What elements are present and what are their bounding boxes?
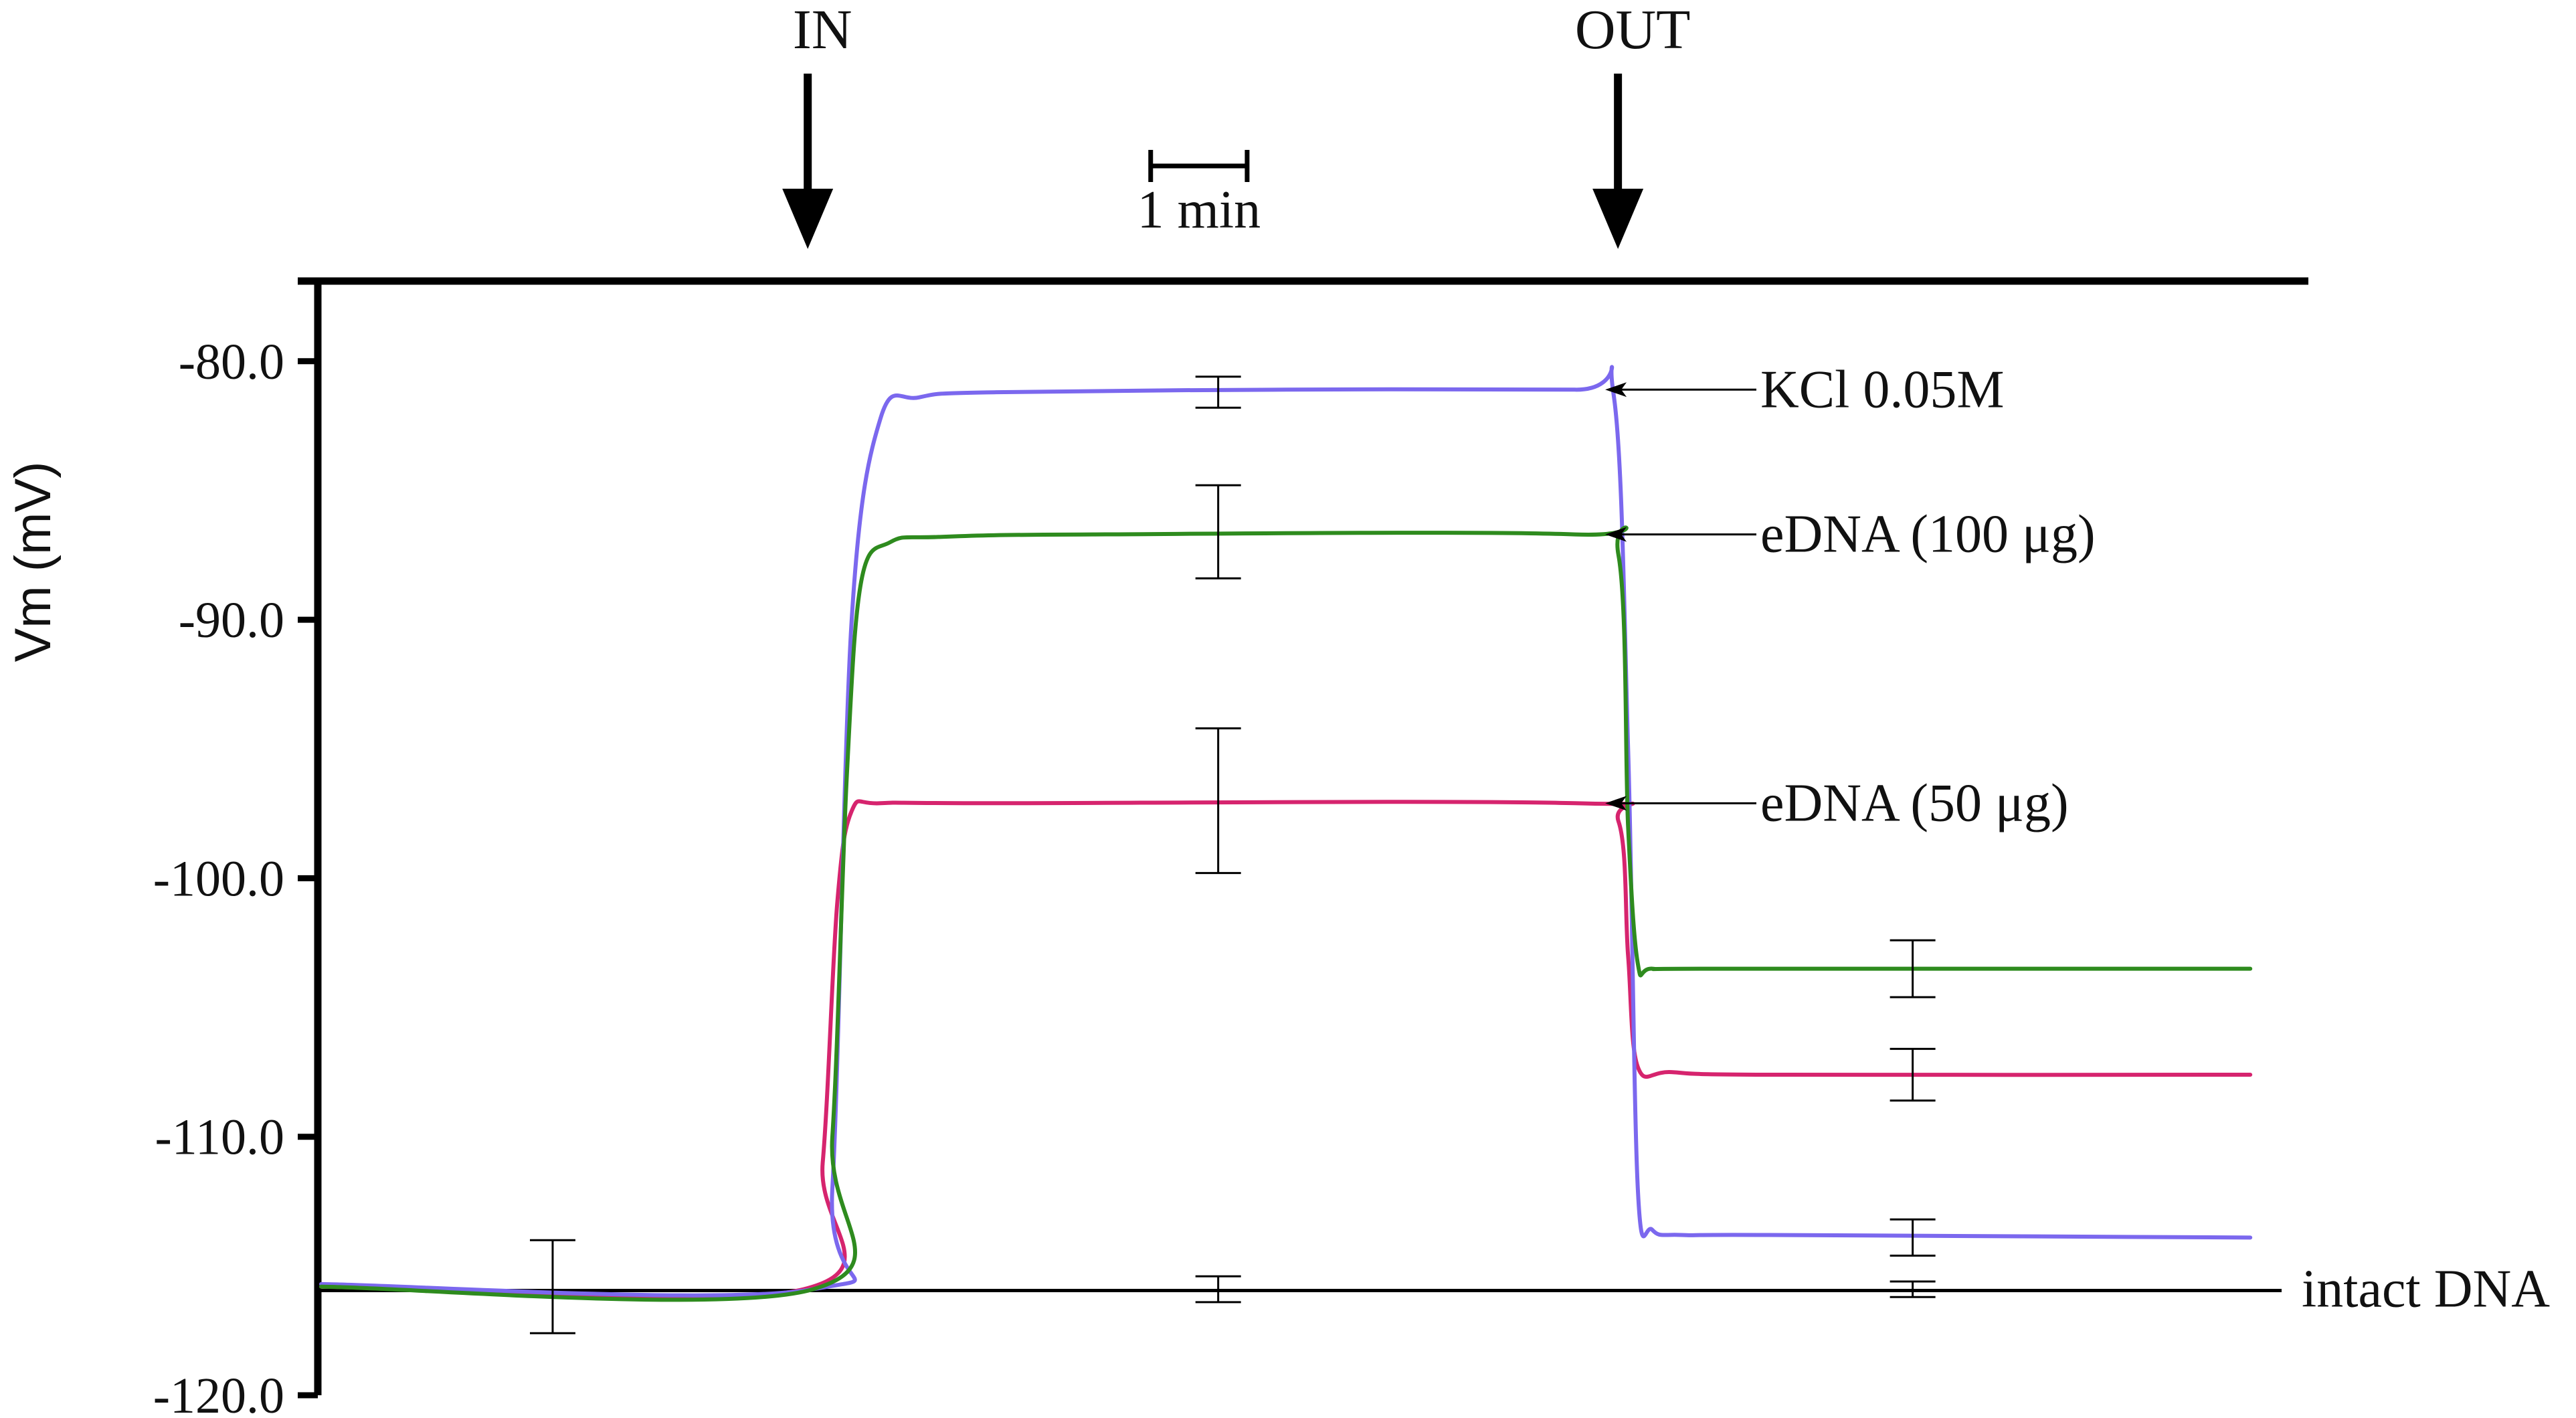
annotation-arrow-head [1605,382,1627,397]
y-tick-label: -90.0 [179,592,284,648]
series-group [319,365,2253,1302]
y-tick-label: -80.0 [179,334,284,390]
marker-arrow-head [782,189,834,249]
intact-dna-label: intact DNA [2302,1260,2550,1319]
marker-label: OUT [1575,0,1691,61]
series-line-2 [319,799,2253,1300]
series-line-0 [319,365,2253,1298]
axes-group: -80.0 -90.0 -100.0 -110.0 -120.0 Vm (mV) [5,277,2308,1418]
y-tick-label: -100.0 [153,851,284,907]
reference-group: intact DNA [318,1260,2550,1319]
marker-label: IN [793,0,852,61]
annotations-group: KCl 0.05M eDNA (100 μg) eDNA (50 μg) IN OUT 1… [782,0,2096,832]
y-tick-label: -110.0 [155,1110,285,1166]
marker-arrow-head [1592,189,1644,249]
scale-bar-label: 1 min [1137,181,1261,240]
annotation-arrow-head [1605,796,1627,811]
series-line-1 [319,525,2253,1302]
series-label: eDNA (100 μg) [1760,505,2096,564]
series-label: KCl 0.05M [1760,360,2005,419]
error-bars-group [529,375,1936,1334]
y-axis-title: Vm (mV) [5,462,62,662]
annotation-arrow-head [1605,527,1627,542]
series-label: eDNA (50 μg) [1760,774,2069,832]
y-tick-label: -120.0 [153,1368,284,1415]
